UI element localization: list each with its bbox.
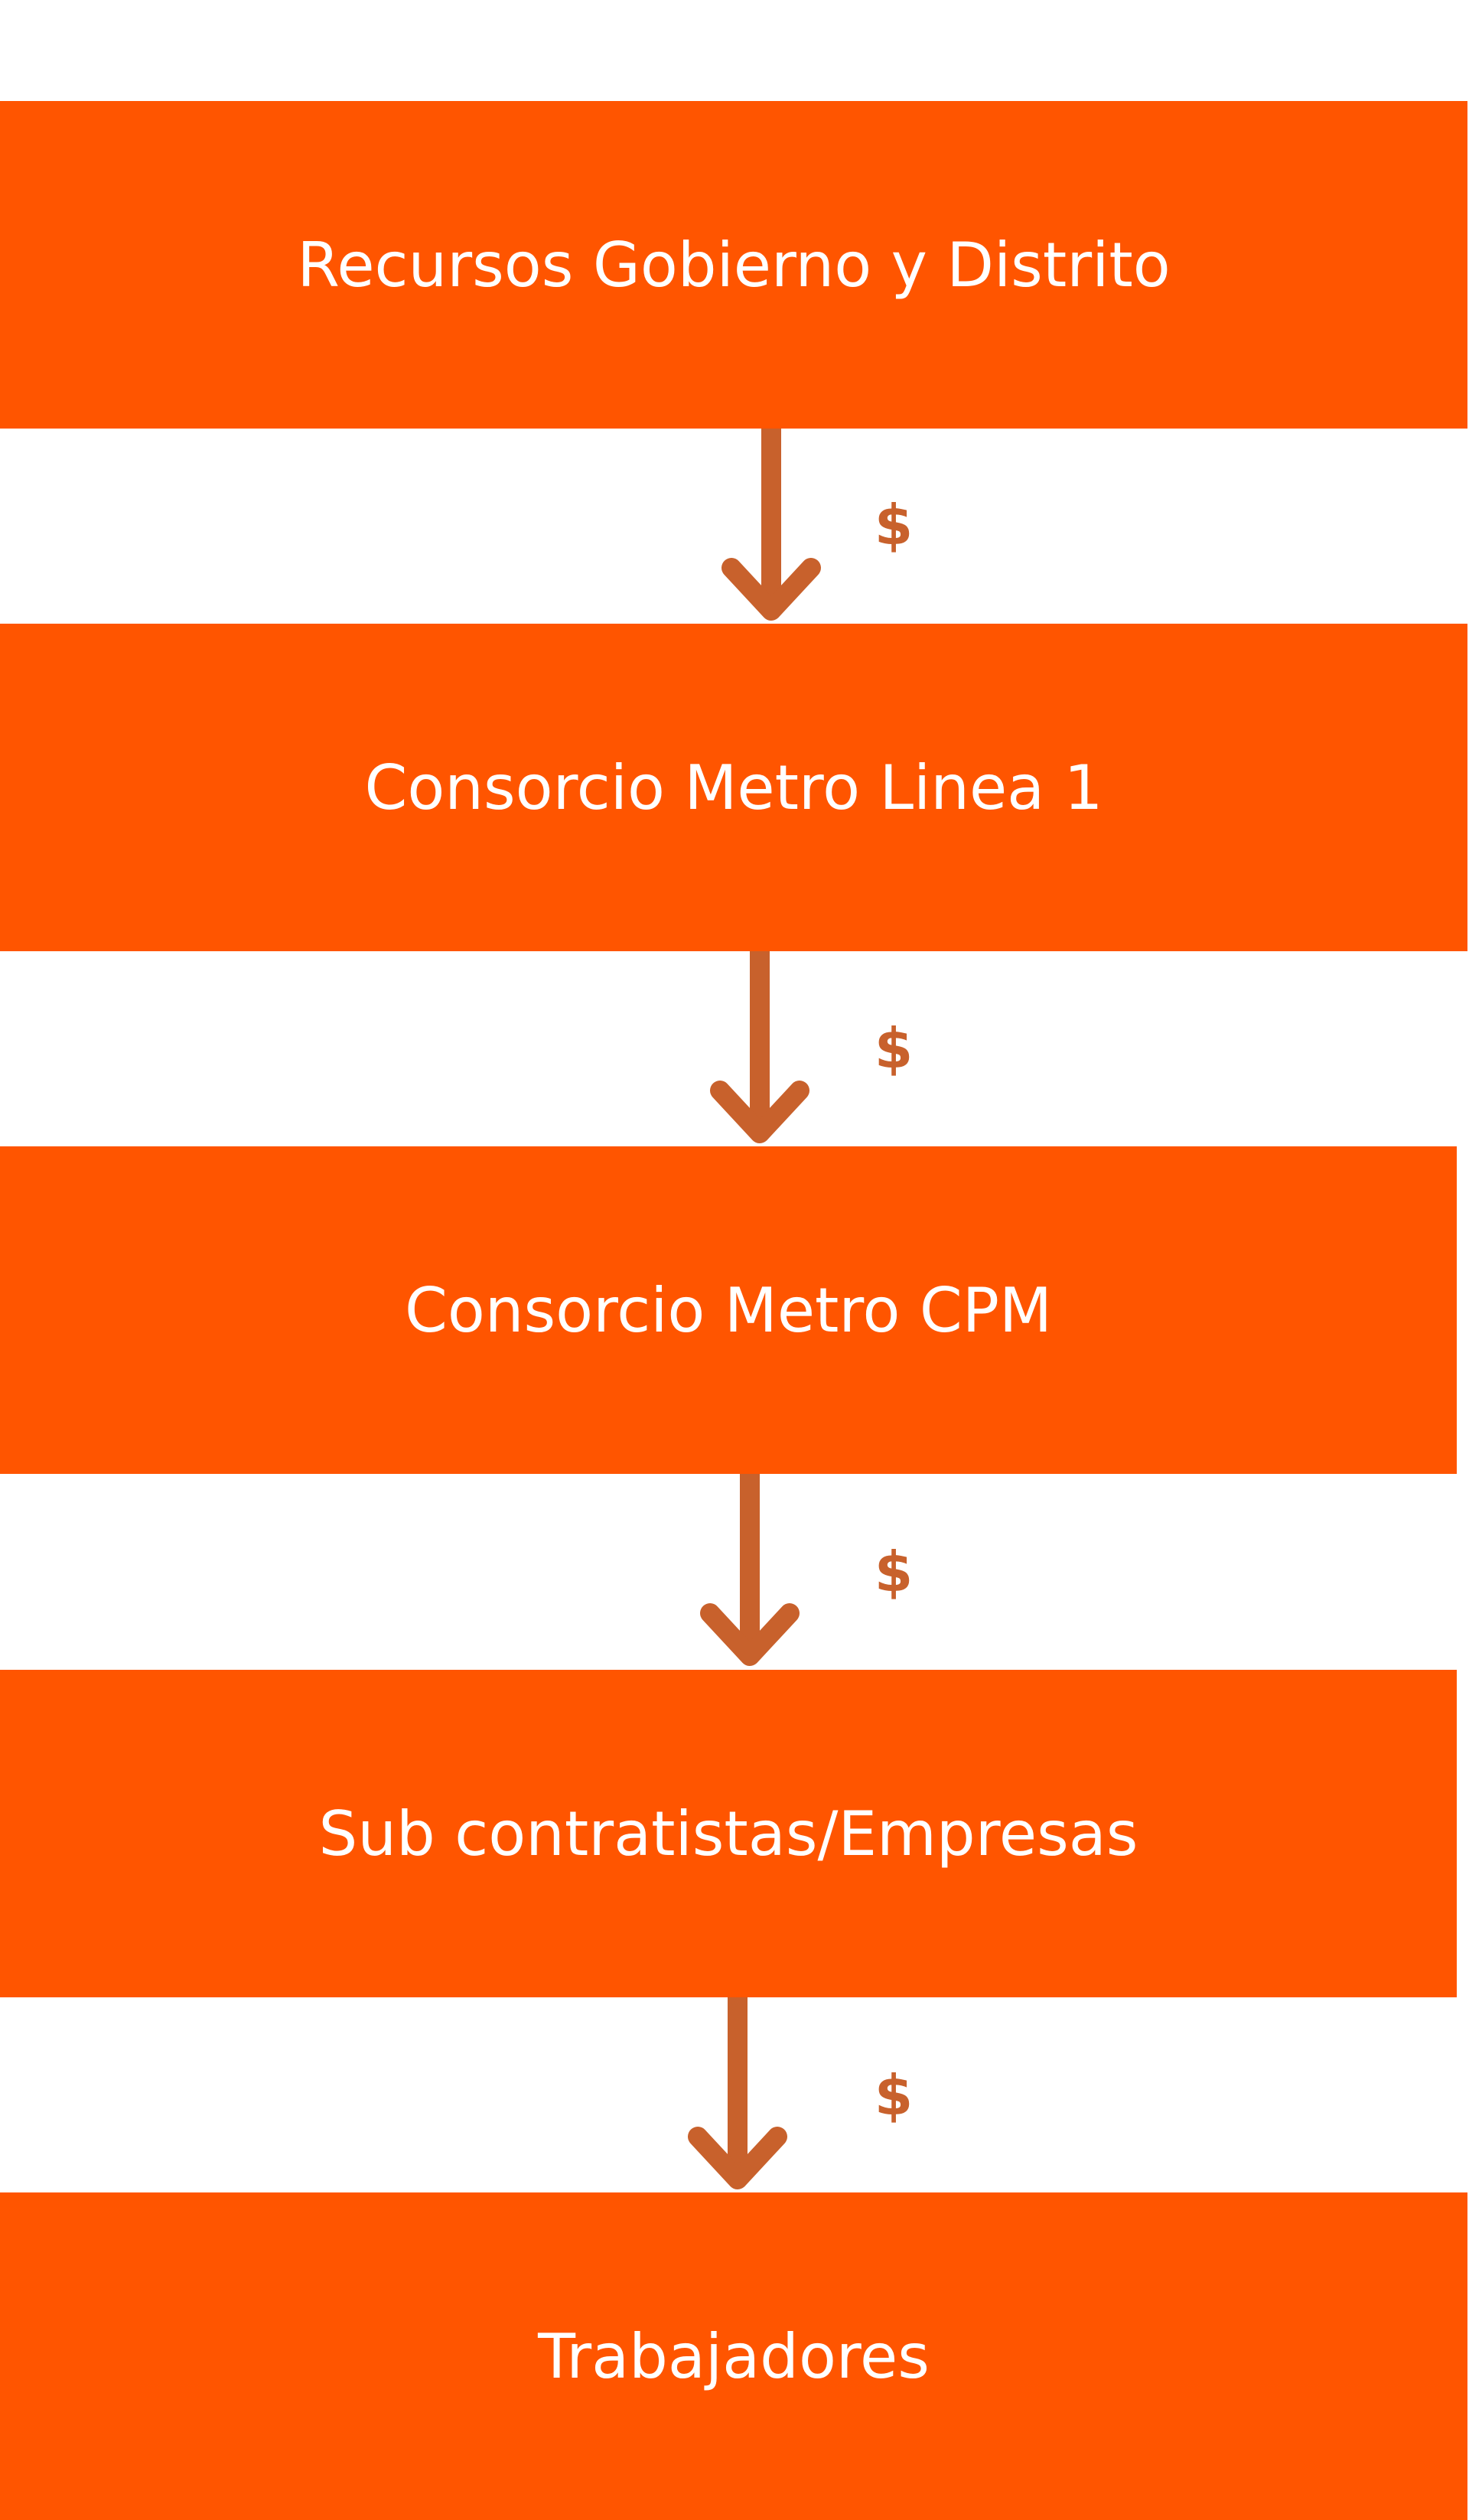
down-arrow-icon [688,1997,787,2189]
flow-money-label: $ [874,493,914,557]
node-consorcio-metro-cpm: Consorcio Metro CPM [0,1146,1457,1474]
node-label: Recursos Gobierno y Distrito [297,229,1171,301]
node-label: Consorcio Metro Linea 1 [364,751,1103,823]
node-sub-contratistas-empresas: Sub contratistas/Empresas [0,1670,1457,1997]
flow-money-label: $ [874,2063,914,2127]
node-recursos-gobierno-distrito: Recursos Gobierno y Distrito [0,101,1467,429]
node-label: Sub contratistas/Empresas [318,1798,1138,1870]
node-trabajadores: Trabajadores [0,2192,1467,2520]
node-label: Consorcio Metro CPM [404,1274,1053,1346]
down-arrow-icon [721,429,821,621]
node-consorcio-metro-linea-1: Consorcio Metro Linea 1 [0,624,1467,951]
flow-money-label: $ [874,1016,914,1081]
down-arrow-icon [710,951,809,1143]
down-arrow-icon [700,1474,800,1666]
node-label: Trabajadores [538,2320,930,2392]
flow-money-label: $ [874,1540,914,1604]
